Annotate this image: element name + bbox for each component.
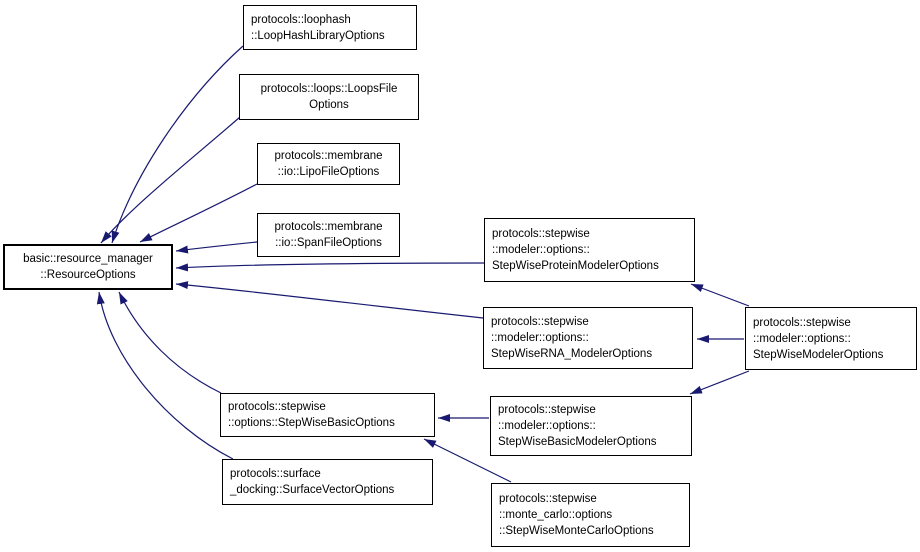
node-label-line: ::options::StepWiseBasicOptions: [228, 417, 395, 429]
node-label-line: protocols::stepwise: [228, 401, 326, 413]
node-label-line: protocols::surface: [230, 468, 321, 480]
node-label-line: protocols::stepwise: [753, 316, 851, 329]
node-label-line: ::ResourceOptions: [40, 269, 136, 281]
edge-stepwise-modeler-options-to-stepwise-basic-modeler-options: [689, 370, 750, 395]
node-label-line: Options: [309, 99, 349, 111]
node-label-line: ::modeler::options::: [492, 244, 590, 256]
edge-span-file-options-to-resource-options: [175, 241, 258, 254]
node-stepwise-protein-modeler-options[interactable]: protocols::stepwise::modeler::options::S…: [484, 218, 695, 282]
node-label-line: ::io::LipoFileOptions: [277, 166, 380, 178]
node-stepwise-modeler-options[interactable]: protocols::stepwise::modeler::options::S…: [745, 307, 917, 370]
edge-stepwise-protein-modeler-options-to-resource-options: [175, 262, 485, 272]
node-label-line: protocols::membrane: [274, 150, 383, 162]
node-label-line: protocols::stepwise: [498, 404, 596, 416]
edge-loophash-library-options-to-resource-options: [111, 45, 244, 244]
node-label-line: StepWiseProteinModelerOptions: [492, 260, 659, 272]
node-stepwise-basic-modeler-options[interactable]: protocols::stepwise::modeler::options::S…: [490, 396, 692, 456]
node-label-line: StepWiseBasicModelerOptions: [498, 436, 657, 448]
node-label-line: ::modeler::options::: [491, 332, 589, 344]
node-label-line: ::io::SpanFileOptions: [275, 237, 382, 249]
node-surface-vector-options[interactable]: protocols::surface_docking::SurfaceVecto…: [222, 459, 433, 505]
node-label-line: protocols::loops::LoopsFile: [260, 83, 398, 95]
edge-loops-file-options-to-resource-options: [100, 116, 241, 244]
node-label-line: ::modeler::options::: [498, 420, 596, 432]
node-label-line: basic::resource_manager: [23, 253, 153, 265]
node-stepwise-rna-modeler-options[interactable]: protocols::stepwise::modeler::options::S…: [483, 307, 693, 369]
node-stepwise-basic-options[interactable]: protocols::stepwise::options::StepWiseBa…: [220, 393, 435, 437]
node-span-file-options[interactable]: protocols::membrane::io::SpanFileOptions: [257, 213, 400, 257]
node-label-line: protocols::membrane: [274, 221, 383, 233]
node-label-line: ::monte_carlo::options: [499, 509, 613, 521]
edge-stepwise-monte-carlo-options-to-stepwise-basic-options: [423, 438, 512, 483]
node-label-line: ::modeler::options::: [753, 332, 851, 345]
edge-stepwise-rna-modeler-options-to-resource-options: [175, 281, 484, 319]
edge-stepwise-modeler-options-to-stepwise-protein-modeler-options: [690, 283, 750, 307]
node-label-line: protocols::stepwise: [492, 228, 590, 240]
node-resource-options: basic::resource_manager::ResourceOptions: [3, 244, 173, 290]
node-lipo-file-options[interactable]: protocols::membrane::io::LipoFileOptions: [257, 143, 400, 185]
node-label-line: protocols::loophash: [251, 13, 351, 26]
edge-stepwise-basic-options-to-resource-options: [118, 291, 222, 394]
node-label-line: _docking::SurfaceVectorOptions: [230, 484, 395, 496]
node-label-line: ::StepWiseMonteCarloOptions: [499, 525, 654, 537]
node-label-line: protocols::stepwise: [499, 493, 597, 505]
edge-surface-vector-options-to-resource-options: [96, 291, 234, 460]
node-label-line: StepWiseRNA_ModelerOptions: [491, 348, 653, 360]
node-stepwise-monte-carlo-options[interactable]: protocols::stepwise::monte_carlo::option…: [491, 483, 690, 547]
node-loophash-library-options[interactable]: protocols::loophash::LoopHashLibraryOpti…: [243, 5, 417, 50]
node-label-line: ::LoopHashLibraryOptions: [251, 29, 385, 42]
node-label-line: protocols::stepwise: [491, 316, 589, 328]
edge-lipo-file-options-to-resource-options: [139, 183, 258, 243]
node-label-line: StepWiseModelerOptions: [753, 348, 884, 361]
